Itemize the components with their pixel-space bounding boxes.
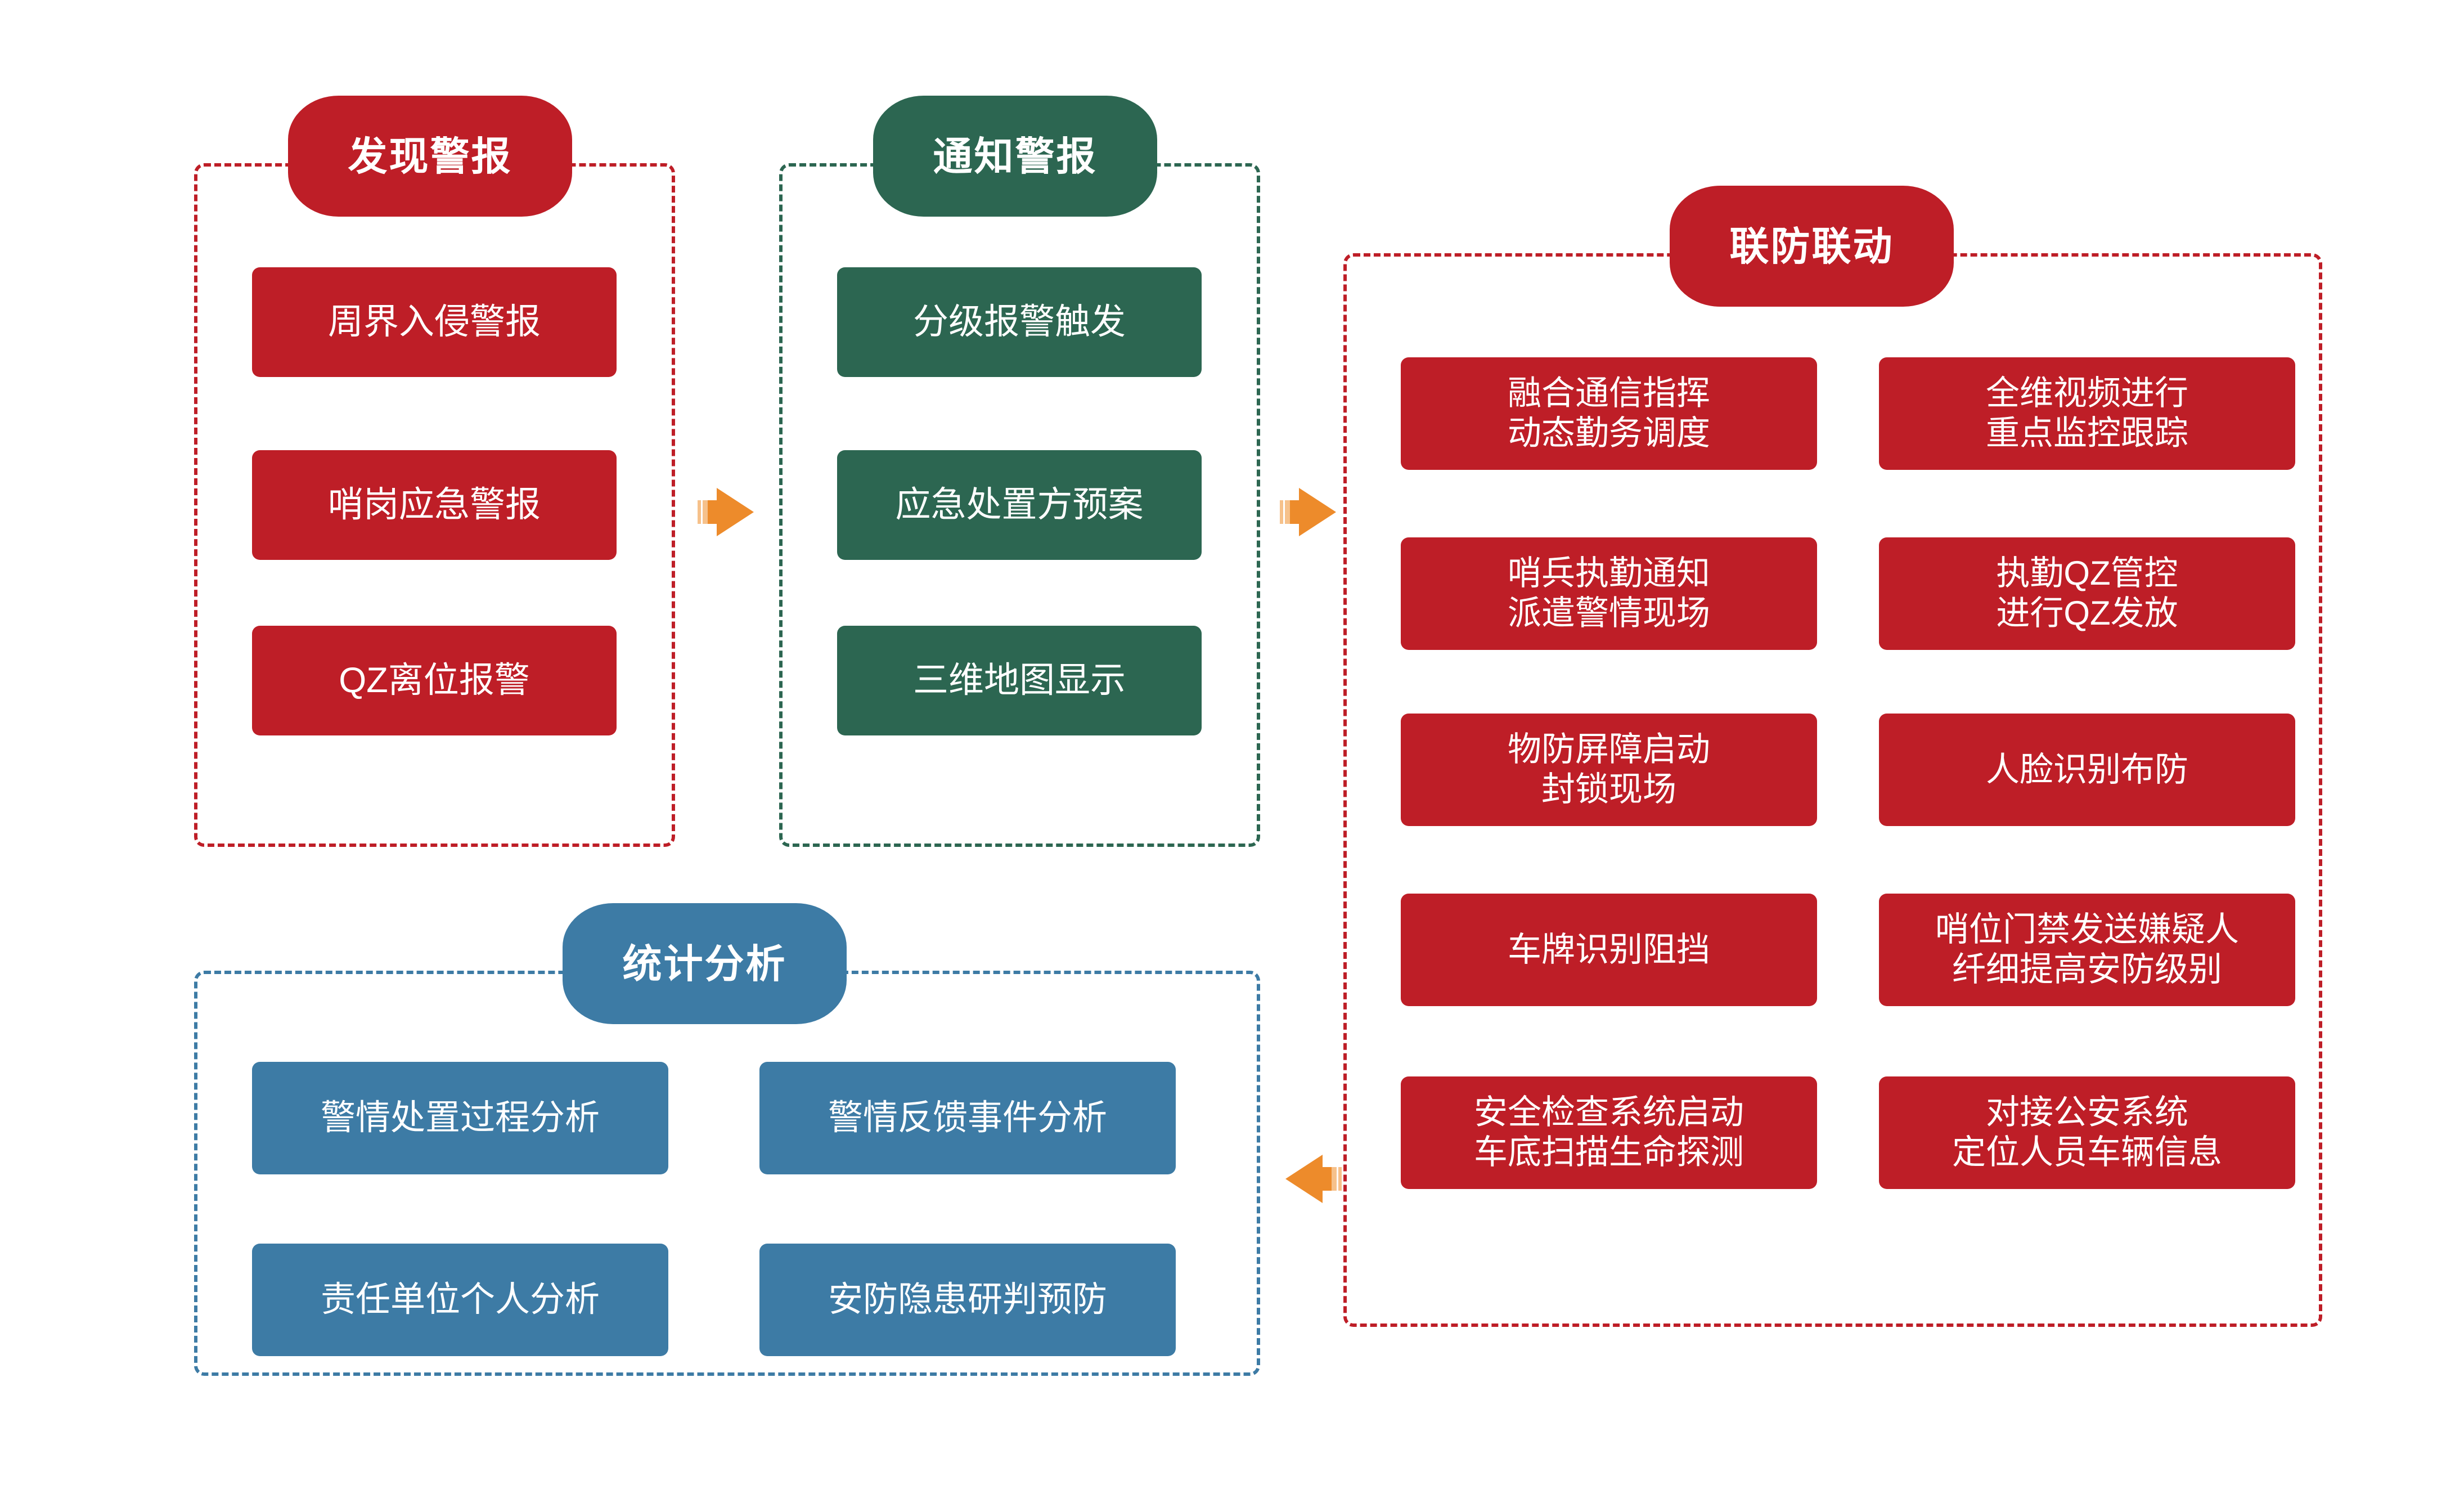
panel-title-notify-alarm: 通知警报 — [873, 96, 1157, 217]
item-joint-left-4[interactable]: 车牌识别阻挡 — [1401, 894, 1817, 1006]
panel-title-discover-alarm: 发现警报 — [288, 96, 572, 217]
item-joint-right-3[interactable]: 人脸识别布防 — [1879, 714, 2295, 826]
arrow-right-icon-notify-to-joint-defense — [1274, 475, 1347, 549]
item-discover-2[interactable]: 哨岗应急警报 — [252, 450, 617, 560]
item-statistics-1[interactable]: 警情处置过程分析 — [252, 1062, 668, 1174]
item-joint-right-5[interactable]: 对接公安系统 定位人员车辆信息 — [1879, 1076, 2295, 1189]
item-notify-1[interactable]: 分级报警触发 — [837, 267, 1202, 377]
arrow-left-icon-joint-defense-to-statistics — [1274, 1142, 1347, 1215]
item-joint-left-1[interactable]: 融合通信指挥 动态勤务调度 — [1401, 357, 1817, 470]
item-statistics-2[interactable]: 警情反馈事件分析 — [759, 1062, 1176, 1174]
item-joint-left-2[interactable]: 哨兵执勤通知 派遣警情现场 — [1401, 537, 1817, 650]
item-statistics-3[interactable]: 责任单位个人分析 — [252, 1244, 668, 1356]
item-joint-right-2[interactable]: 执勤QZ管控 进行QZ发放 — [1879, 537, 2295, 650]
panel-title-statistics-analysis: 统计分析 — [563, 903, 847, 1024]
item-statistics-4[interactable]: 安防隐患研判预防 — [759, 1244, 1176, 1356]
arrow-right-icon-discover-to-notify — [692, 475, 765, 549]
item-joint-right-4[interactable]: 哨位门禁发送嫌疑人 纤细提高安防级别 — [1879, 894, 2295, 1006]
panel-title-joint-defense: 联防联动 — [1670, 186, 1954, 307]
item-notify-2[interactable]: 应急处置方预案 — [837, 450, 1202, 560]
item-joint-left-5[interactable]: 安全检查系统启动 车底扫描生命探测 — [1401, 1076, 1817, 1189]
item-joint-right-1[interactable]: 全维视频进行 重点监控跟踪 — [1879, 357, 2295, 470]
item-discover-3[interactable]: QZ离位报警 — [252, 626, 617, 735]
item-discover-1[interactable]: 周界入侵警报 — [252, 267, 617, 377]
item-notify-3[interactable]: 三维地图显示 — [837, 626, 1202, 735]
item-joint-left-3[interactable]: 物防屏障启动 封锁现场 — [1401, 714, 1817, 826]
